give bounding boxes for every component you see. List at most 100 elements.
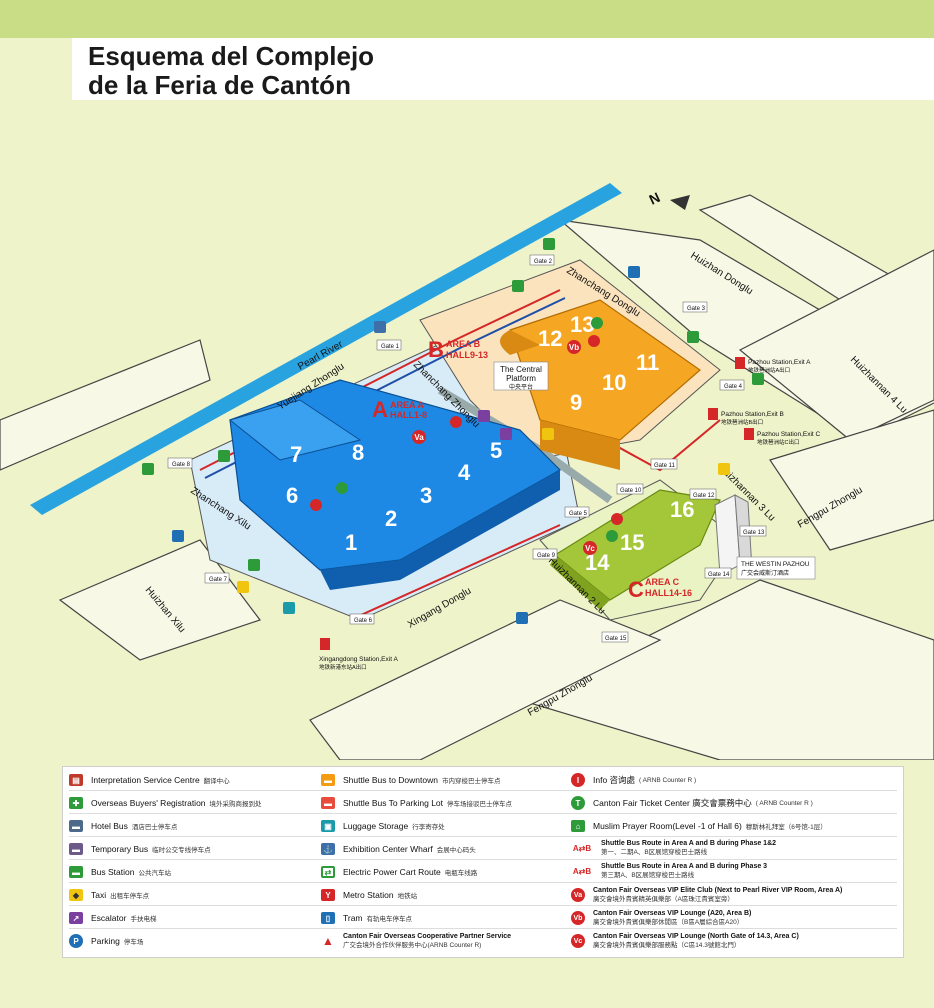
info-badges bbox=[310, 317, 623, 542]
vip-va: Va bbox=[414, 433, 424, 442]
hotel-bus-icon: ▬ bbox=[69, 820, 83, 832]
gate-6: Gate 6 bbox=[354, 618, 373, 624]
vip-lounge-b-icon: Vb bbox=[571, 911, 585, 925]
legend-item-vip-vc: Vc Canton Fair Overseas VIP Lounge (Nort… bbox=[571, 930, 799, 952]
hall-6-label: 6 bbox=[286, 483, 298, 508]
legend-item-vip-vb: Vb Canton Fair Overseas VIP Lounge (A20,… bbox=[571, 907, 751, 929]
compass-arrow-icon bbox=[670, 195, 690, 210]
tram-icon: ▯ bbox=[321, 912, 335, 924]
area-c-name: AREA C bbox=[645, 577, 680, 587]
hall-5-label: 5 bbox=[490, 438, 502, 463]
ticket-center-icon: T bbox=[571, 796, 585, 810]
area-a-letter: A bbox=[372, 397, 388, 422]
area-a-halls-label: HALL1-8 bbox=[390, 410, 427, 420]
legend-item-ticket: T Canton Fair Ticket Center 廣交會票務中心( ARN… bbox=[571, 793, 813, 813]
hall-9-label: 9 bbox=[570, 390, 582, 415]
vip-elite-club-icon: Va bbox=[571, 888, 585, 902]
westin-label: THE WESTIN PAZHOU 广交会威斯汀酒店 bbox=[736, 556, 816, 580]
gate-2: Gate 2 bbox=[534, 259, 553, 265]
gate-12: Gate 12 bbox=[693, 493, 715, 499]
gate-13: Gate 13 bbox=[743, 530, 765, 536]
central-platform-line2: Platform bbox=[506, 374, 536, 383]
legend-divider bbox=[69, 928, 897, 929]
bus-station-icon: ▬ bbox=[69, 866, 83, 878]
hall-4-label: 4 bbox=[458, 460, 471, 485]
luggage-icon: ▣ bbox=[321, 820, 335, 832]
legend-divider bbox=[69, 859, 897, 860]
map-title-line1: Esquema del Complejo bbox=[88, 41, 375, 71]
hall-10-label: 10 bbox=[602, 370, 626, 395]
road-blocks bbox=[0, 194, 934, 760]
prayer-icon: ⌂ bbox=[571, 820, 585, 832]
legend-item-prayer: ⌂ Muslim Prayer Room(Level -1 of Hall 6)… bbox=[571, 816, 827, 836]
area-c-halls[interactable] bbox=[550, 489, 721, 610]
metro-icon-xingang bbox=[320, 638, 330, 650]
pazhou-a-cn: 地铁琶洲站A出口 bbox=[748, 366, 790, 374]
area-a-halls[interactable] bbox=[228, 379, 561, 590]
fair-complex-map[interactable]: Pearl River 1 2 3 4 5 6 bbox=[0, 100, 934, 760]
pazhou-c-cn: 地铁琶洲站C出口 bbox=[757, 438, 799, 446]
hall-8-label: 8 bbox=[352, 440, 364, 465]
registration-icon: ✚ bbox=[69, 797, 83, 809]
pazhou-b-en: Pazhou Station,Exit B bbox=[721, 411, 784, 418]
wharf-icon: ⚓ bbox=[321, 843, 335, 855]
metro-icon-a bbox=[735, 357, 745, 369]
xingangdong-cn: 地铁新港东站A出口 bbox=[319, 663, 367, 671]
hall-12-label: 12 bbox=[538, 326, 562, 351]
hall-7-label: 7 bbox=[290, 442, 302, 467]
xingangdong-en: Xingangdong Station,Exit A bbox=[319, 656, 398, 663]
legend-item-partner-service: ▲ Canton Fair Overseas Cooperative Partn… bbox=[322, 933, 512, 949]
central-platform-cn: 中央平台 bbox=[509, 383, 533, 391]
area-b-halls[interactable] bbox=[500, 299, 701, 470]
hall-16-label: 16 bbox=[670, 497, 694, 522]
interpretation-icon: ▤ bbox=[69, 774, 83, 786]
gate-11: Gate 11 bbox=[654, 463, 676, 469]
legend-divider bbox=[69, 905, 897, 906]
area-c-letter: C bbox=[628, 577, 644, 602]
metro-stations: Pazhou Station,Exit A 地铁琶洲站A出口 Pazhou St… bbox=[319, 357, 821, 671]
taxi-icon: ◆ bbox=[69, 889, 83, 901]
metro-icon-c bbox=[744, 428, 754, 440]
pazhou-a-en: Pazhou Station,Exit A bbox=[748, 359, 811, 366]
title-box: Esquema del Complejo de la Feria de Cant… bbox=[72, 38, 934, 100]
hall-number-labels: 1 2 3 4 5 6 7 8 9 10 11 12 13 14 15 16 bbox=[286, 312, 694, 575]
hall-2-label: 2 bbox=[385, 506, 397, 531]
westin-en: THE WESTIN PAZHOU bbox=[741, 561, 810, 568]
temporary-bus-icon: ▬ bbox=[69, 843, 83, 855]
legend-divider bbox=[69, 836, 897, 837]
gate-5: Gate 5 bbox=[569, 511, 588, 517]
pazhou-c-en: Pazhou Station,Exit C bbox=[757, 431, 821, 438]
legend-divider bbox=[69, 790, 897, 791]
vip-vb: Vb bbox=[569, 343, 579, 352]
map-title-line2: de la Feria de Cantón bbox=[88, 70, 351, 100]
legend-divider bbox=[69, 813, 897, 814]
legend-item-info: I Info 咨询處( ARNB Counter R ) bbox=[571, 770, 696, 790]
info-icon: I bbox=[571, 773, 585, 787]
westin-cn: 广交会威斯汀酒店 bbox=[741, 569, 789, 577]
shuttle-downtown-icon: ▬ bbox=[321, 774, 335, 786]
gate-4: Gate 4 bbox=[724, 384, 743, 390]
hall-3-label: 3 bbox=[420, 483, 432, 508]
area-a-name: AREA A bbox=[390, 400, 424, 410]
gate-10: Gate 10 bbox=[620, 488, 642, 494]
gate-14: Gate 14 bbox=[708, 572, 730, 578]
metro-icon-b bbox=[708, 408, 718, 420]
escalator-icon: ↗ bbox=[69, 912, 83, 924]
legend-divider bbox=[69, 882, 897, 883]
central-platform: The Central Platform 中央平台 bbox=[493, 361, 549, 391]
area-b-halls-label: HALL9-13 bbox=[446, 350, 488, 360]
hall-15-label: 15 bbox=[620, 530, 644, 555]
legend-item-vip-va: Va Canton Fair Overseas VIP Elite Club (… bbox=[571, 884, 842, 906]
